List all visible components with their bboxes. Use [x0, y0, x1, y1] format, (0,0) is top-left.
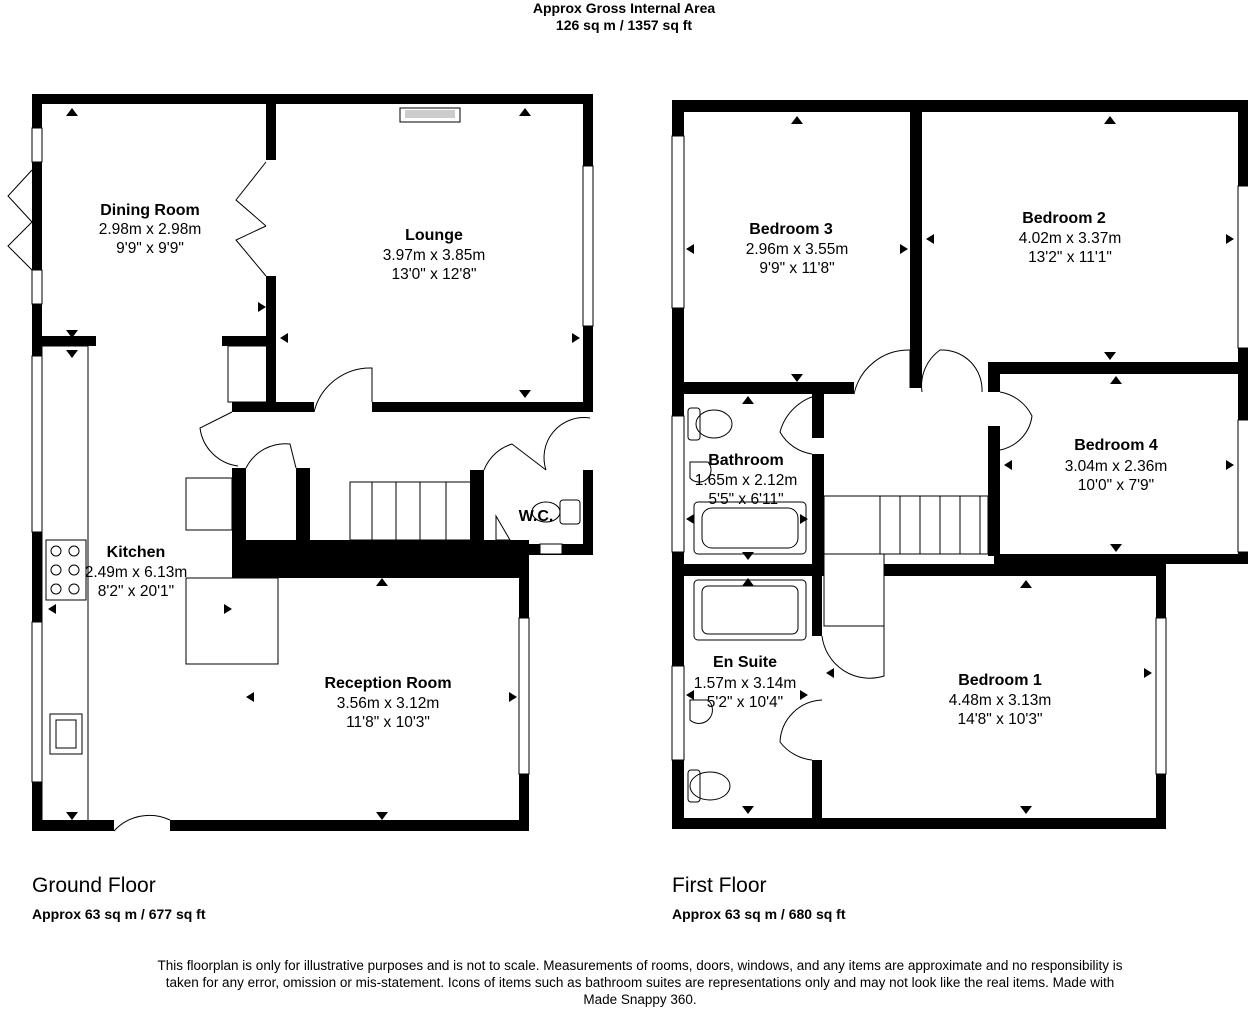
header: Approx Gross Internal Area 126 sq m / 13…	[0, 0, 1248, 34]
room-labels: Dining Room 2.98m x 2.98m 9'9" x 9'9" Lo…	[85, 202, 1168, 731]
room-metric: 1.57m x 3.14m	[694, 675, 797, 692]
room-metric: 1.65m x 2.12m	[695, 472, 798, 489]
room-imperial: 9'9" x 9'9"	[116, 240, 184, 257]
room-name: Reception Room	[324, 675, 451, 692]
first-floor-details	[671, 135, 1248, 803]
room-name: Bathroom	[708, 452, 784, 469]
room-imperial: 9'9" x 11'8"	[759, 260, 834, 277]
room-metric: 3.56m x 3.12m	[337, 695, 440, 712]
room-metric: 4.02m x 3.37m	[1019, 230, 1122, 247]
room-name: Kitchen	[107, 544, 166, 561]
room-name: Dining Room	[100, 202, 200, 219]
room-imperial: 5'2" x 10'4"	[707, 694, 783, 711]
ground-floor-area: Approx 63 sq m / 677 sq ft	[32, 906, 206, 922]
room-name: Lounge	[405, 227, 463, 244]
room-metric: 2.98m x 2.98m	[99, 221, 202, 238]
first-floor-area: Approx 63 sq m / 680 sq ft	[672, 906, 846, 922]
room-imperial: 5'5" x 6'11"	[708, 491, 783, 508]
room-metric: 2.49m x 6.13m	[85, 564, 188, 581]
first-floor-title: First Floor	[672, 874, 767, 897]
ground-floor-arrows	[48, 108, 580, 820]
disclaimer: This floorplan is only for illustrative …	[157, 958, 1123, 1007]
room-name: Bedroom 1	[958, 672, 1042, 689]
room-imperial: 13'2" x 11'1"	[1028, 249, 1112, 266]
room-name: Bedroom 3	[749, 221, 833, 238]
room-name: Bedroom 4	[1074, 437, 1158, 454]
room-metric: 4.48m x 3.13m	[949, 692, 1052, 709]
first-floor-plan	[672, 100, 1248, 829]
room-imperial: 10'0" x 7'9"	[1078, 477, 1154, 494]
room-imperial: 11'8" x 10'3"	[346, 714, 430, 731]
first-floor-arrows	[686, 116, 1234, 814]
ground-floor-details	[7, 107, 594, 832]
room-imperial: 13'0" x 12'8"	[391, 266, 476, 283]
room-metric: 2.96m x 3.55m	[746, 241, 849, 258]
room-name: En Suite	[713, 654, 777, 671]
header-area: 126 sq m / 1357 sq ft	[555, 17, 693, 33]
room-metric: 3.97m x 3.85m	[383, 247, 486, 264]
room-name: W.C.	[519, 508, 554, 525]
ground-floor-title: Ground Floor	[32, 874, 156, 897]
room-imperial: 14'8" x 10'3"	[957, 711, 1042, 728]
room-metric: 3.04m x 2.36m	[1065, 458, 1168, 475]
room-imperial: 8'2" x 20'1"	[98, 583, 174, 600]
room-name: Bedroom 2	[1022, 210, 1106, 227]
header-title: Approx Gross Internal Area	[532, 0, 716, 16]
